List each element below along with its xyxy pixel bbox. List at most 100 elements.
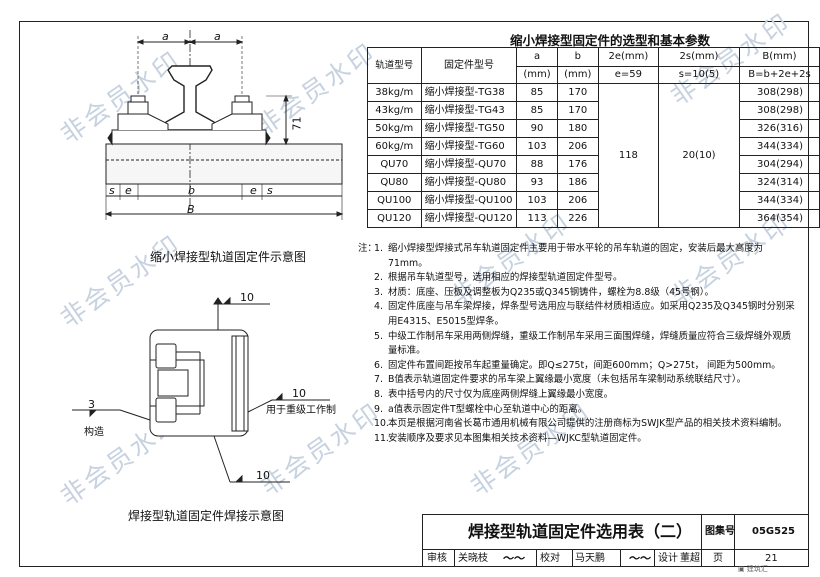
note-number: 5. <box>374 330 383 342</box>
weld-size-left: 3 <box>88 398 95 411</box>
dim-B: B <box>187 203 195 216</box>
cell-model: 缩小焊接型-QU120 <box>420 209 518 228</box>
notes-label: 注： <box>358 243 377 254</box>
note-item: 4. 固定件底座与吊车梁焊接，焊条型号选用应与联结件材质相适应。如采用Q235及Q… <box>374 300 798 329</box>
note-item: 1.缩小焊接型焊接式吊车轨道固定件主要用于带水平轮的吊车轨道的固定，安装后最大高… <box>374 242 798 271</box>
dim-s-left: s <box>109 184 115 197</box>
cell-a: 93 <box>516 173 558 192</box>
review-label: 审核 <box>427 553 447 564</box>
note-text: 本页是根据河南省长葛市通用机械有限公司提供的注册商标为SWJK型产品的相关技术资… <box>388 418 788 430</box>
table-row: 43kg/m 缩小焊接型-TG43 85 170 308(298) <box>367 101 820 120</box>
check-label: 校对 <box>540 553 560 564</box>
note-number: 6. <box>374 359 383 371</box>
dim-a-right: a <box>214 30 221 43</box>
cell-b: 170 <box>556 83 599 102</box>
note-text: a值表示固定件T型螺栓中心至轨道中心的距离。 <box>388 403 587 415</box>
note-item: 8. 表中括号内的尺寸仅为底座两侧焊缝上翼缘最小宽度。 <box>374 388 798 403</box>
weld-size-top: 10 <box>240 291 254 304</box>
note-item: 2. 根据吊车轨道型号，选用相应的焊接型轨道固定件型号。 <box>374 271 798 286</box>
cell-B: 308(298) <box>738 101 820 120</box>
table-row: QU70 缩小焊接型-QU70 88 176 304(294) <box>367 155 820 174</box>
sheet-frame <box>19 21 809 567</box>
note-text: 材质：底座、压板及调整板为Q235或Q345钢铸件，螺栓为8.8级（45号钢）。 <box>388 286 714 298</box>
cell-2s-merged: 20(10) <box>657 83 740 228</box>
cell-B: 344(334) <box>738 137 820 156</box>
dim-e-left: e <box>125 184 132 197</box>
note-item: 11.安装顺序及要求见本图集相关技术资料—WJKC型轨道固定件。 <box>374 432 798 447</box>
cell-rail: 50kg/m <box>367 119 422 138</box>
cell-b: 206 <box>556 191 599 210</box>
cell-model: 缩小焊接型-QU80 <box>420 173 518 192</box>
th-2e-sub: e=59 <box>597 66 659 84</box>
dim-a-left: a <box>162 30 169 43</box>
cell-a: 113 <box>516 209 558 228</box>
cell-rail: QU80 <box>367 173 422 192</box>
dim-e-right: e <box>250 184 257 197</box>
cell-b: 170 <box>556 101 599 120</box>
note-text: 缩小焊接型焊接式吊车轨道固定件主要用于带水平轮的吊车轨道的固定，安装后最大高度为… <box>388 243 764 269</box>
note-number: 11. <box>374 432 389 444</box>
cell-model: 缩小焊接型-TG60 <box>420 137 518 156</box>
designer-name: 董超 <box>680 553 700 564</box>
table-row: 50kg/m 缩小焊接型-TG50 90 180 326(316) <box>367 119 820 138</box>
dim-s-right: s <box>267 184 273 197</box>
th-B-sub: B=b+2e+2s <box>738 66 820 84</box>
note-text: B值表示轨道固定件要求的吊车梁上翼缘最小宽度（未包括吊车梁制动系统联结尺寸）。 <box>388 374 746 386</box>
notes-list: 1.缩小焊接型焊接式吊车轨道固定件主要用于带水平轮的吊车轨道的固定，安装后最大高… <box>358 242 798 446</box>
cell-a: 88 <box>516 155 558 174</box>
table-row: 60kg/m 缩小焊接型-TG60 103 206 344(334) <box>367 137 820 156</box>
cell-rail: 38kg/m <box>367 83 422 102</box>
cell-B: 364(354) <box>738 209 820 228</box>
th-2e: 2e(mm) <box>597 47 659 67</box>
table-row: QU80 缩小焊接型-QU80 93 186 324(314) <box>367 173 820 192</box>
note-number: 2. <box>374 272 383 284</box>
table-row: 38kg/m 缩小焊接型-TG38 85 170 118 20(10) 308(… <box>367 83 820 228</box>
weld-label-right: 用于重级工作制 <box>266 405 336 416</box>
checker-signature-icon: 〜〜 <box>628 552 650 565</box>
page-label: 页 <box>713 553 723 564</box>
note-number: 7. <box>374 374 383 386</box>
th-2s: 2s(mm) <box>657 47 740 67</box>
cell-b: 226 <box>556 209 599 228</box>
note-number: 8. <box>374 388 383 400</box>
checker-name: 马天鹏 <box>575 553 605 564</box>
note-text: 表中括号内的尺寸仅为底座两侧焊缝上翼缘最小宽度。 <box>388 388 614 400</box>
note-number: 4. <box>374 301 383 313</box>
note-text: 固定件底座与吊车梁焊接，焊条型号选用应与联结件材质相适应。如采用Q235及Q34… <box>388 301 795 327</box>
cell-a: 103 <box>516 191 558 210</box>
cell-model: 缩小焊接型-QU70 <box>420 155 518 174</box>
note-number: 9. <box>374 403 383 415</box>
note-number: 10. <box>374 418 389 430</box>
cell-B: 304(294) <box>738 155 820 174</box>
note-item: 10.本页是根据河南省长葛市通用机械有限公司提供的注册商标为SWJK型产品的相关… <box>374 417 798 432</box>
note-item: 7. B值表示轨道固定件要求的吊车梁上翼缘最小宽度（未包括吊车梁制动系统联结尺寸）… <box>374 373 798 388</box>
params-table-title: 缩小焊接型固定件的选型和基本参数 <box>510 33 711 48</box>
cell-B: 344(334) <box>738 191 820 210</box>
drawing-title: 焊接型轨道固定件选用表（二） <box>468 522 693 541</box>
note-text: 中级工作制吊车采用两侧焊缝，重级工作制吊车采用三面围焊缝，焊缝质量应符合三级焊缝… <box>388 330 792 357</box>
th-B: B(mm) <box>738 47 820 67</box>
cell-a: 103 <box>516 137 558 156</box>
note-item: 9. a值表示固定件T型螺栓中心至轨道中心的距离。 <box>374 403 798 418</box>
cell-rail: QU100 <box>367 191 422 210</box>
drawing1-caption: 缩小焊接型轨道固定件示意图 <box>150 250 307 264</box>
note-number: 3. <box>374 286 383 298</box>
th-2s-sub: s=10(5) <box>657 66 740 84</box>
cell-b: 180 <box>556 119 599 138</box>
note-item: 6.固定件布置间距按吊车起重量确定。即Q≤275t，间距600mm；Q>275t… <box>374 359 798 374</box>
atlas-label: 图集号 <box>705 526 735 537</box>
page-number: 21 <box>765 553 778 564</box>
note-text: 根据吊车轨道型号，选用相应的焊接型轨道固定件型号。 <box>388 272 623 284</box>
corner-logo: ▣ 建筑汇 <box>738 565 768 573</box>
weld-size-right: 10 <box>292 387 306 400</box>
drawing2-caption: 焊接型轨道固定件焊接示意图 <box>128 509 285 523</box>
reviewer-signature-icon: 〜〜 <box>502 552 524 565</box>
atlas-number: 05G525 <box>752 526 795 537</box>
dim-b: b <box>188 184 195 197</box>
weld-size-bottom: 10 <box>256 469 270 482</box>
cell-model: 缩小焊接型-TG43 <box>420 101 518 120</box>
design-label: 设计 <box>658 553 678 564</box>
